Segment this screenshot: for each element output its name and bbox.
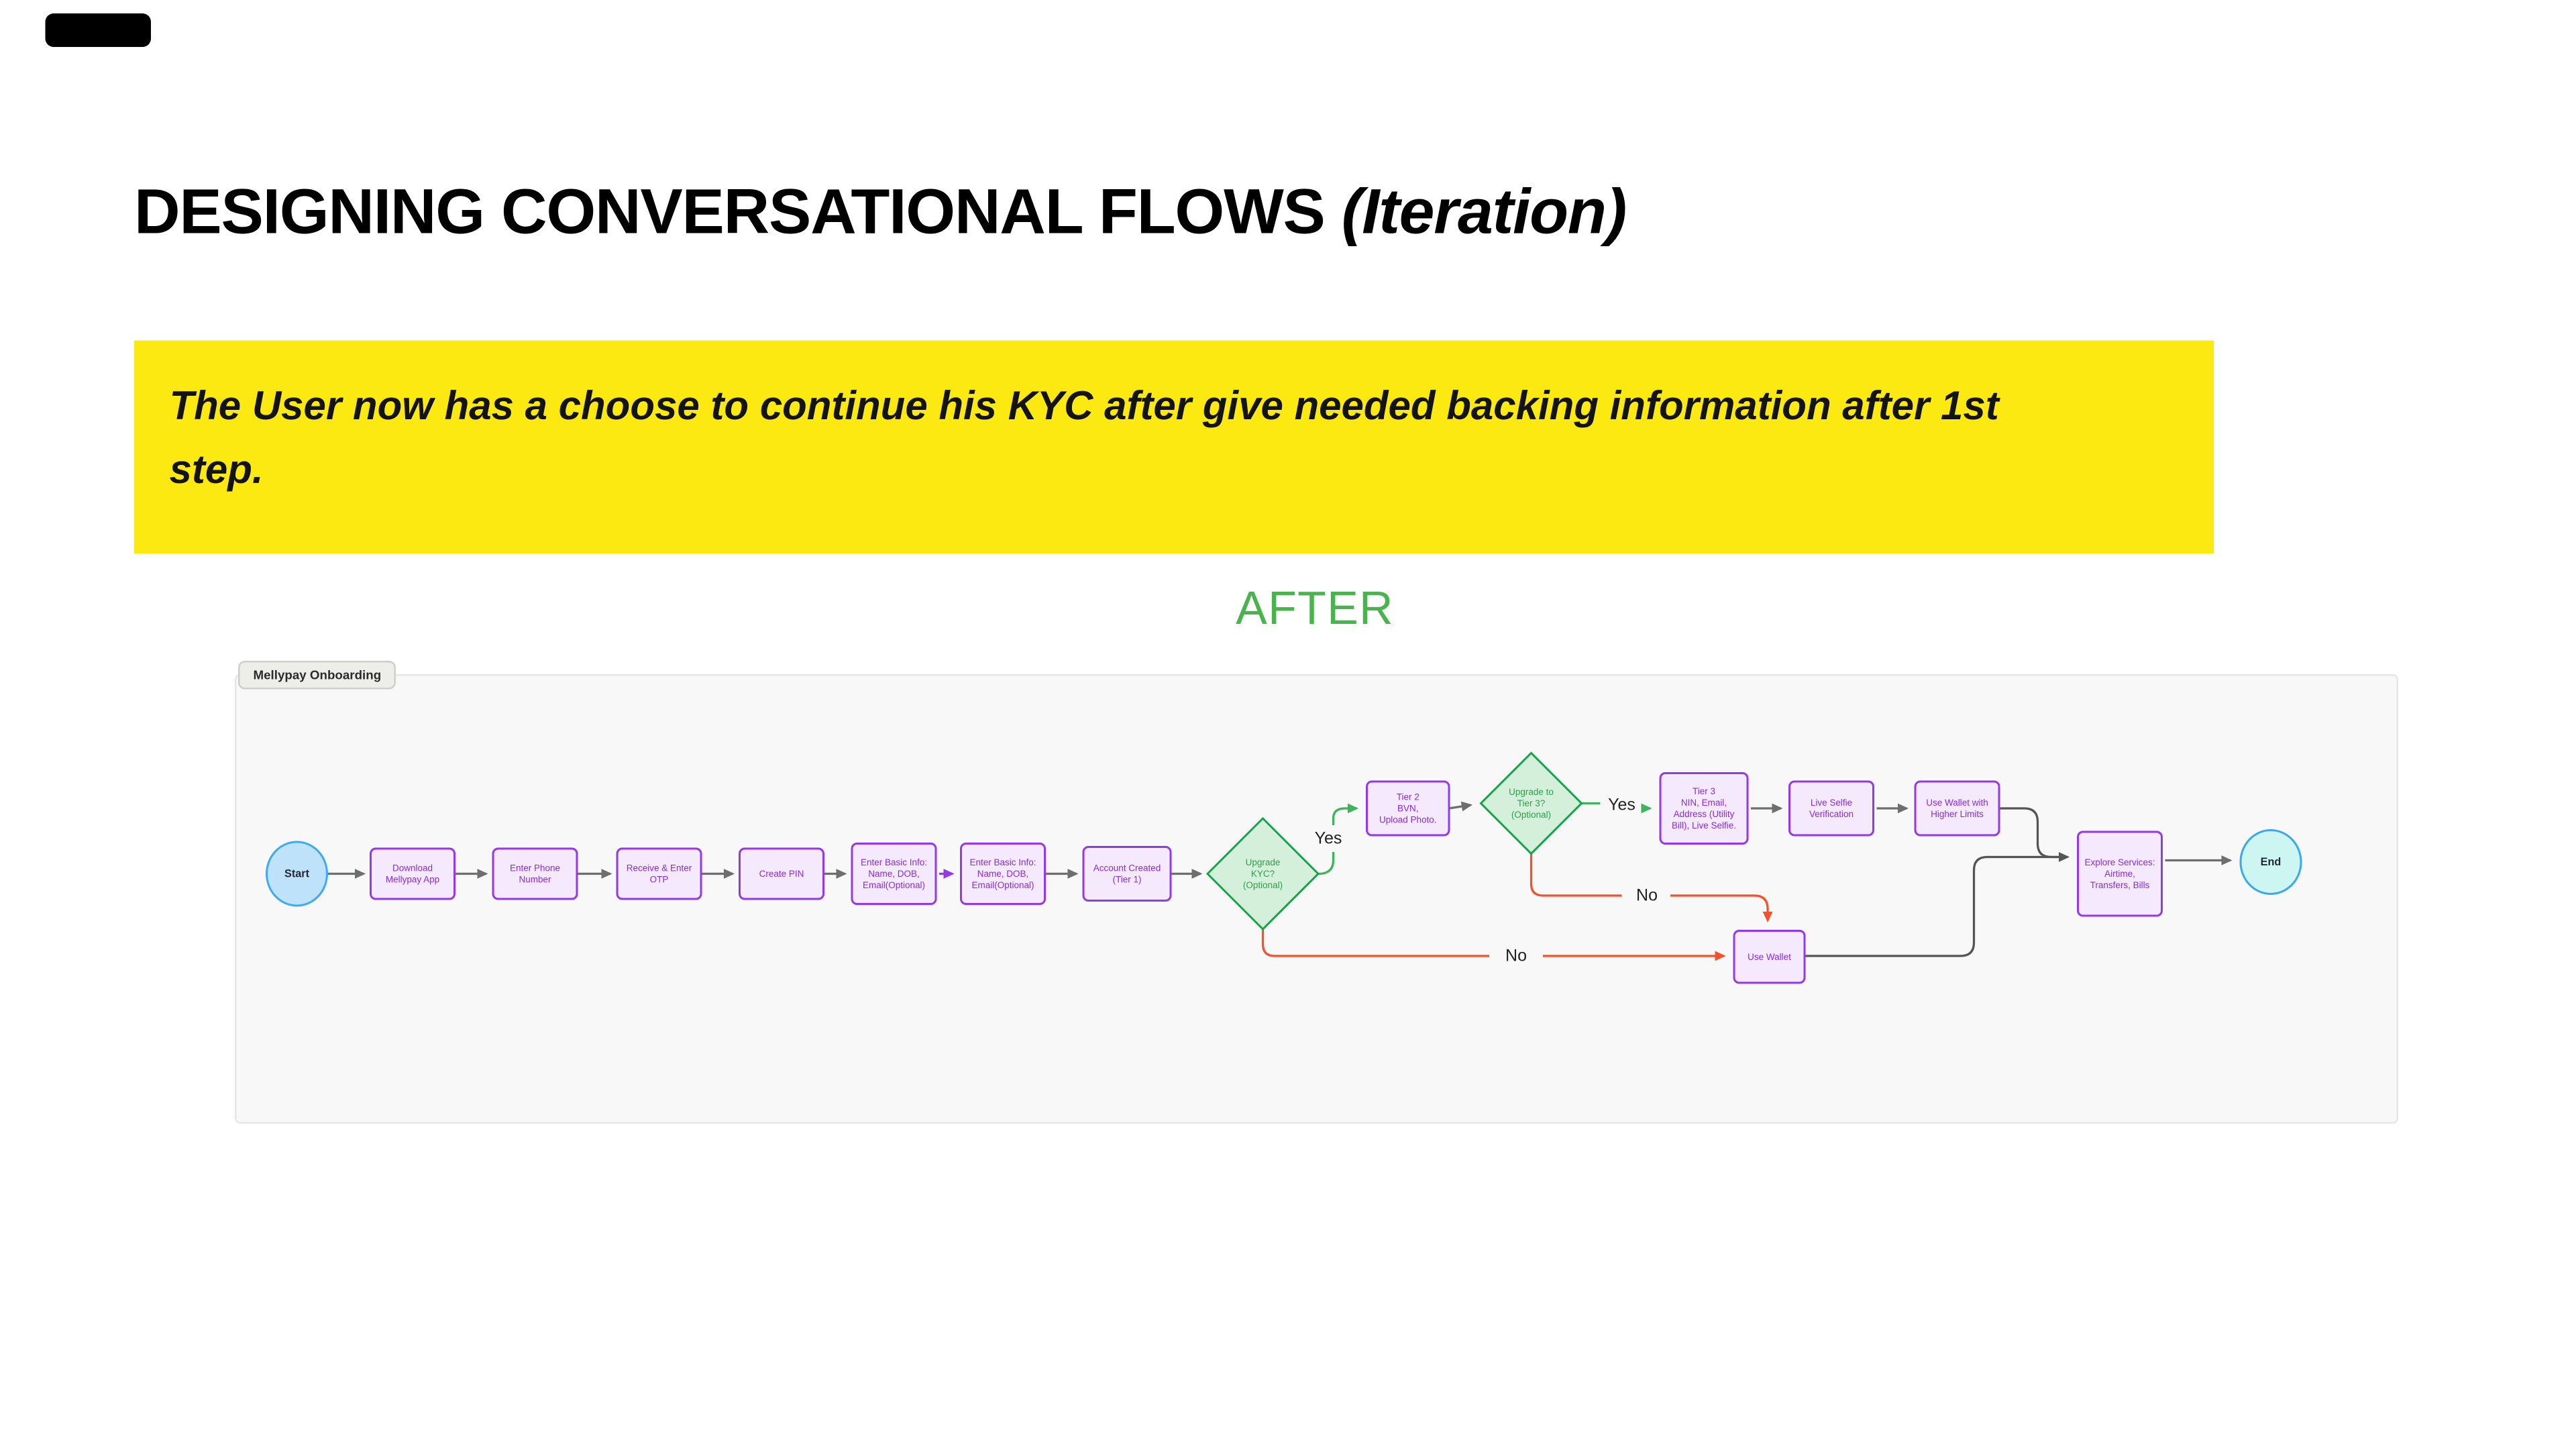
page-title-emphasis: (Iteration) (1341, 178, 1627, 250)
flow-edge (1261, 929, 1489, 957)
page-title: DESIGNING CONVERSATIONAL FLOWS (Iteratio… (134, 177, 1627, 251)
svg-text:Enter Basic Info:Name, DOB,Ema: Enter Basic Info:Name, DOB,Email(Optiona… (969, 857, 1036, 890)
section-label-after: AFTER (1236, 582, 1394, 635)
svg-text:Explore Services:Airtime,Trans: Explore Services:Airtime,Transfers, Bill… (2084, 857, 2155, 890)
svg-text:Create PIN: Create PIN (759, 869, 804, 879)
flow-edge (1318, 852, 1335, 875)
svg-text:Start: Start (284, 868, 310, 880)
flow-edge (1529, 853, 1622, 897)
flow-edge (1805, 855, 2058, 957)
flow-edge (1999, 807, 2070, 862)
svg-text:Account Created(Tier 1): Account Created(Tier 1) (1093, 863, 1161, 885)
flow-node-use-wallet: Use Wallet (1733, 930, 1806, 984)
svg-text:Enter Basic Info:Name, DOB,Ema: Enter Basic Info:Name, DOB,Email(Optiona… (861, 857, 927, 890)
flow-edge (1332, 803, 1358, 825)
flow-node-end: End (2239, 829, 2302, 895)
branch-label: No (1636, 886, 1658, 905)
branch-label: Yes (1608, 796, 1635, 814)
flow-node-explore-services: Explore Services:Airtime,Transfers, Bill… (2077, 830, 2163, 917)
flow-node-basic-info-2: Enter Basic Info:Name, DOB,Email(Optiona… (960, 843, 1046, 905)
callout-line1: The User now has a choose to continue hi… (169, 384, 1999, 430)
callout-line2: step. (169, 447, 264, 494)
flow-edge (1670, 894, 1773, 922)
svg-text:End: End (2261, 856, 2282, 868)
flow-node-start: Start (266, 841, 328, 907)
branch-label: Yes (1315, 829, 1342, 848)
svg-text:Use Wallet: Use Wallet (1748, 952, 1791, 962)
diagram-tab-label: Mellypay Onboarding (238, 661, 396, 690)
page-title-main: DESIGNING CONVERSATIONAL FLOWS (134, 178, 1342, 250)
flow-node-create-pin: Create PIN (739, 847, 824, 900)
corner-mark (45, 13, 151, 47)
highlight-callout: The User now has a choose to continue hi… (134, 340, 2214, 553)
flow-node-basic-info-1: Enter Basic Info:Name, DOB,Email(Optiona… (851, 843, 937, 905)
flow-edge (1448, 801, 1472, 812)
flow-node-account-created: Account Created(Tier 1) (1082, 846, 1172, 902)
branch-label: No (1505, 947, 1527, 965)
